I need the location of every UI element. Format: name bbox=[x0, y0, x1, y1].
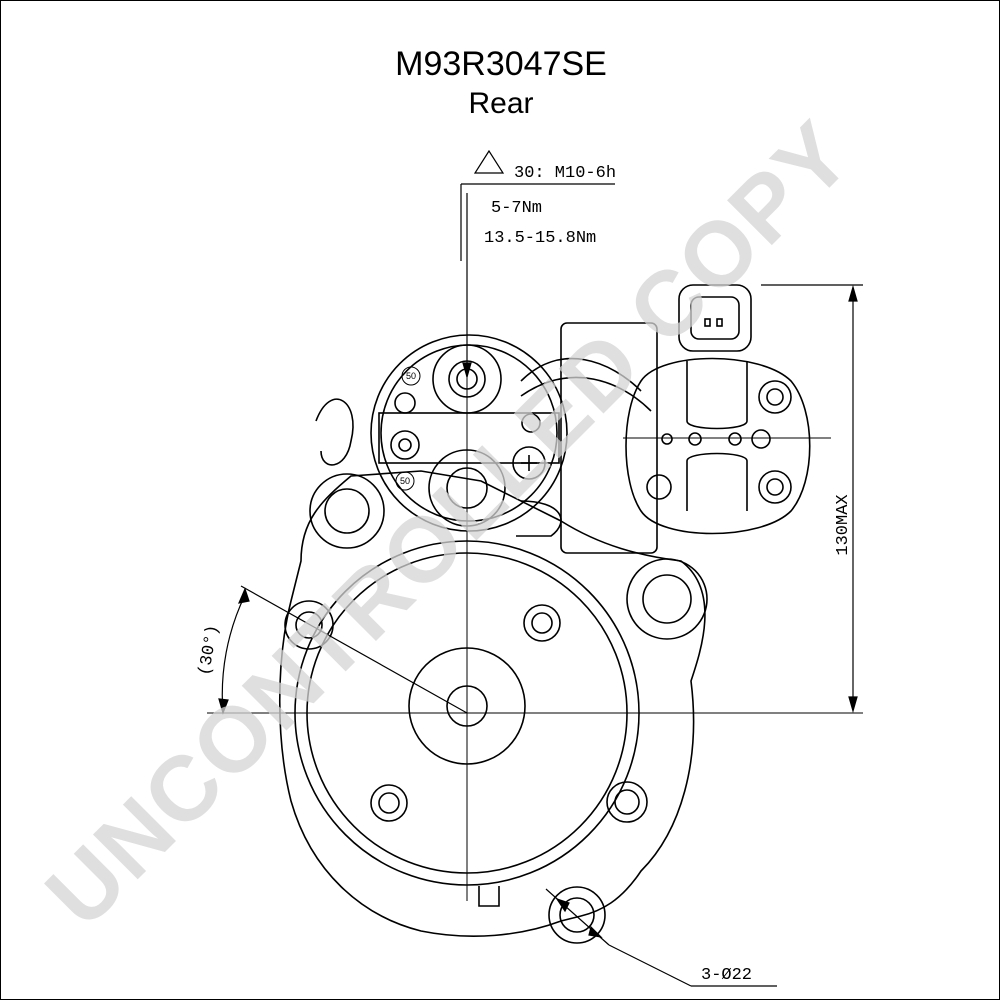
angle-dimension bbox=[218, 585, 468, 715]
terminal-leader bbox=[460, 149, 615, 380]
height-dimension bbox=[761, 284, 863, 714]
connector-screw-lower bbox=[758, 470, 792, 504]
drain-tab bbox=[478, 886, 500, 907]
harness-wire-1 bbox=[520, 357, 642, 392]
holes-label: 3-Ø22 bbox=[701, 966, 752, 985]
solenoid-body bbox=[560, 322, 658, 554]
thread-label: 30: M10-6h bbox=[514, 164, 616, 183]
connector-lower-lobe bbox=[686, 452, 748, 511]
wire-loop-left bbox=[315, 398, 354, 466]
mount-ear-right bbox=[626, 558, 708, 640]
solenoid bbox=[315, 322, 658, 554]
harness-wire-2 bbox=[520, 376, 652, 412]
terminal-50-label-lower: 50 bbox=[400, 476, 410, 486]
flange-bolt-lower-left bbox=[370, 784, 408, 822]
arrow-down-icon bbox=[462, 362, 472, 380]
mount-ear-upper-left bbox=[284, 600, 334, 650]
motor-strap bbox=[516, 500, 562, 537]
watermark-text: UNCONTROLLED COPY bbox=[27, 102, 871, 946]
connector-housing bbox=[625, 357, 811, 535]
arrow-up-icon bbox=[848, 284, 858, 302]
torque-label-1: 5-7Nm bbox=[491, 199, 542, 218]
terminal-screw-right bbox=[512, 446, 546, 480]
holes-leader bbox=[545, 888, 777, 987]
flange-circle bbox=[294, 540, 640, 886]
flange-bolt-lower-right bbox=[606, 781, 648, 823]
terminal-motor-boss bbox=[428, 449, 506, 527]
connector-screw-upper bbox=[758, 380, 792, 414]
arrow-down-icon bbox=[218, 698, 229, 715]
housing-outline bbox=[279, 470, 706, 937]
angle-label: (30°) bbox=[196, 624, 224, 678]
flange-inner-circle bbox=[306, 552, 628, 874]
connector-plug bbox=[678, 284, 752, 352]
hub-outer bbox=[408, 647, 526, 765]
arrow-down-icon bbox=[848, 696, 858, 714]
connector-assembly bbox=[625, 284, 811, 535]
arrow-icon bbox=[555, 897, 570, 913]
triangle-icon bbox=[473, 149, 505, 174]
terminal-50-label-upper: 50 bbox=[406, 371, 416, 381]
flange-bolt-upper-right bbox=[523, 604, 561, 642]
hub-inner bbox=[446, 685, 488, 727]
connector-upper-lobe bbox=[686, 361, 748, 430]
terminal-screw-left bbox=[390, 430, 420, 460]
torque-label-2: 13.5-15.8Nm bbox=[484, 229, 596, 248]
mount-hole-bottom bbox=[548, 886, 606, 944]
arrow-icon bbox=[588, 925, 603, 938]
mount-ear-left bbox=[309, 473, 385, 549]
arrow-up-icon bbox=[237, 587, 250, 604]
height-label: 130MAX bbox=[834, 494, 853, 555]
view-subtitle: Rear bbox=[468, 87, 534, 120]
solenoid-cap bbox=[370, 334, 568, 532]
part-number-title: M93R3047SE bbox=[395, 45, 607, 83]
